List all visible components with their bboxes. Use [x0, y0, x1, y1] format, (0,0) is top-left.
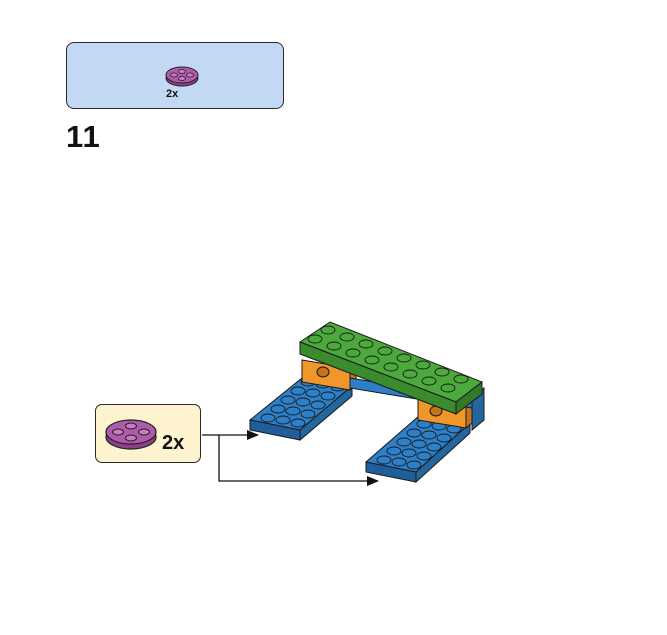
- parts-list-box: 2x: [66, 42, 284, 109]
- round-plate-icon: [165, 66, 199, 87]
- step-number: 11: [66, 119, 101, 154]
- green-top-brick: [298, 321, 484, 416]
- callout-quantity-label: 2x: [162, 432, 185, 454]
- placement-arrows: [202, 430, 379, 486]
- parts-quantity-label: 2x: [166, 88, 179, 100]
- callout-box: 2x: [95, 404, 201, 463]
- right-blue-plate: [364, 414, 472, 484]
- round-plate-icon: [105, 419, 157, 450]
